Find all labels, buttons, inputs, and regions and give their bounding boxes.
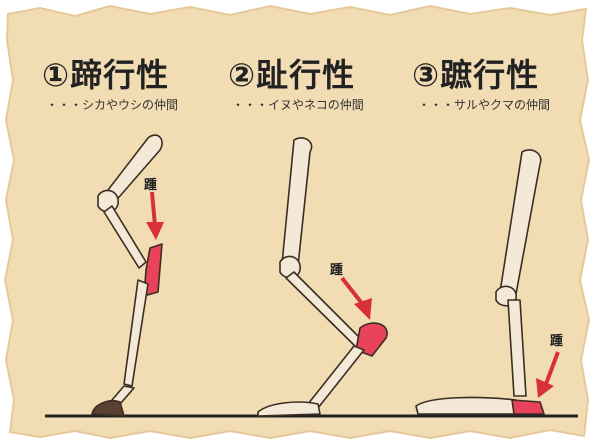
panel-3-heel-label: 踵: [550, 330, 563, 349]
foot-bones: [416, 398, 518, 414]
heel-bone: [512, 400, 544, 414]
panel-1-title: ①蹄行性: [42, 50, 169, 96]
panel-2-heel-label: 踵: [330, 259, 343, 278]
panel-1-subtitle: ・・・シカやウシの仲間: [46, 96, 178, 113]
panel-3-subtitle: ・・・サルやクマの仲間: [418, 96, 550, 113]
panel-1-heel-label: 踵: [144, 174, 157, 193]
panel-2-subtitle: ・・・イヌやネコの仲間: [232, 96, 364, 113]
panel-2-title: ②趾行性: [228, 50, 355, 96]
panel-3-title: ③蹠行性: [412, 50, 539, 96]
